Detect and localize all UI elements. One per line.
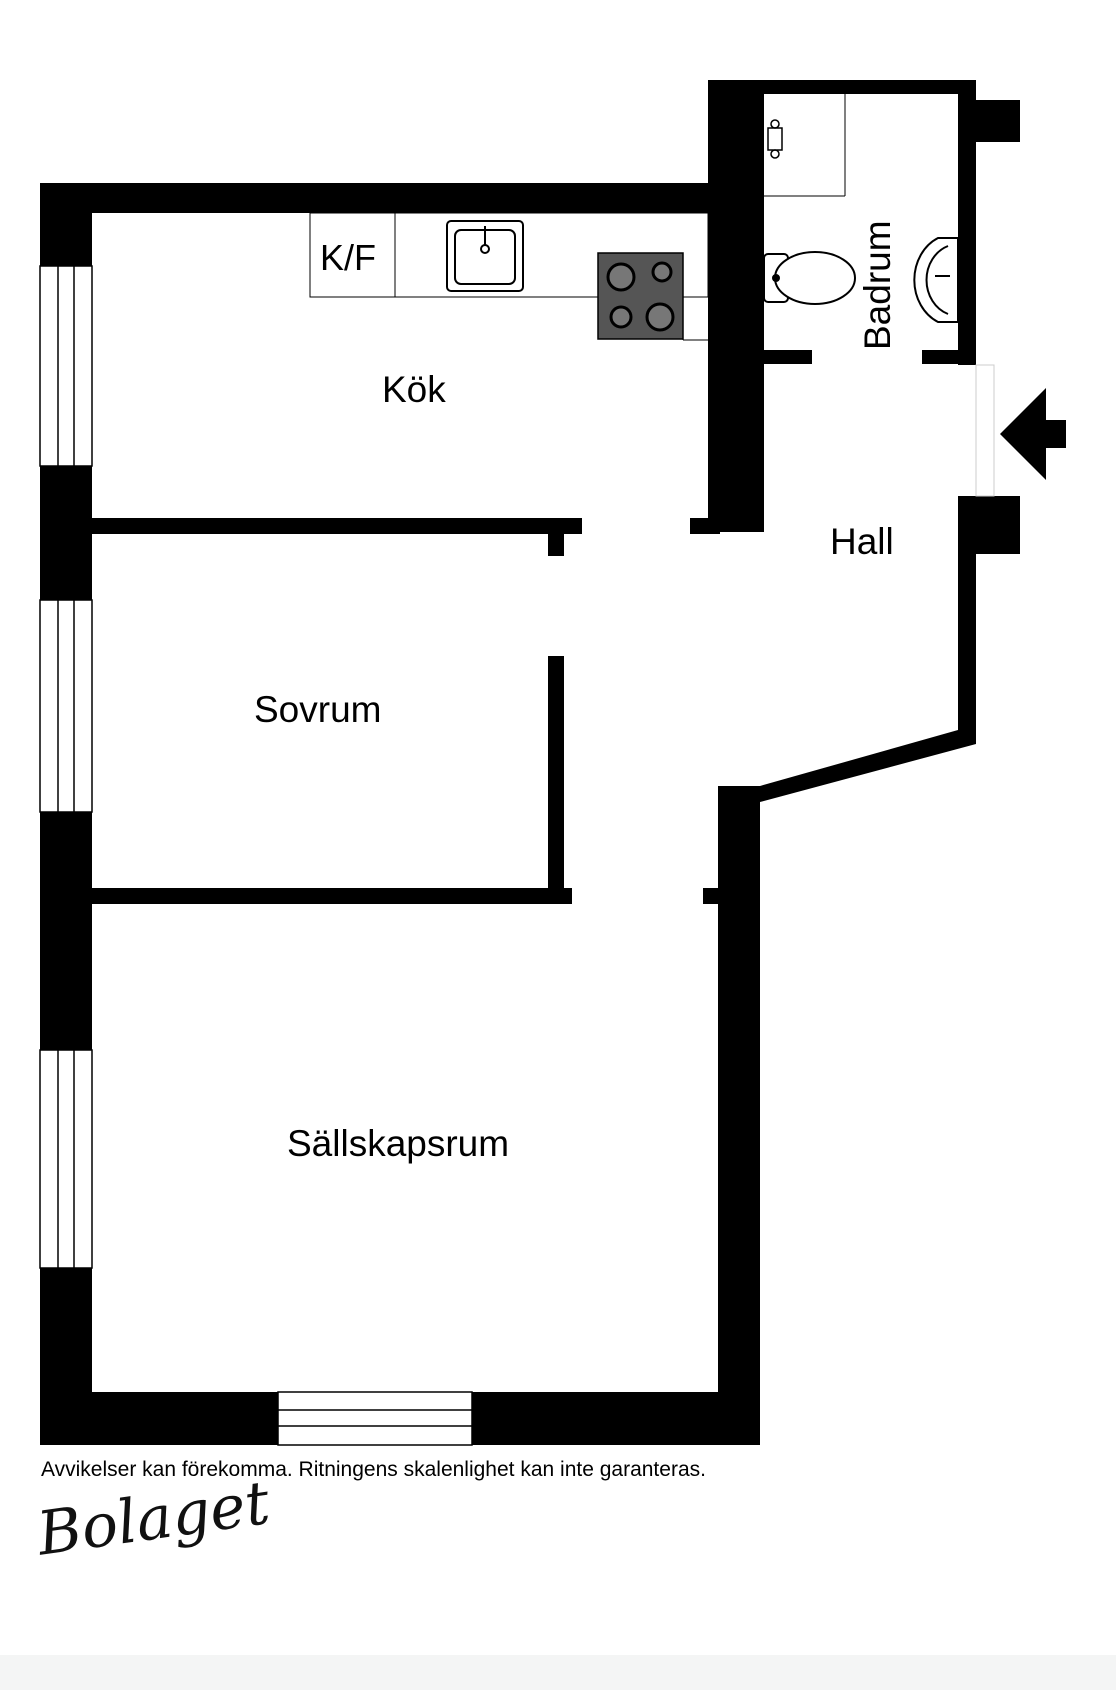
wall-kitchen-hall-stub — [690, 518, 720, 534]
bottom-strip — [0, 1655, 1116, 1690]
fridge-freezer-label: K/F — [320, 237, 376, 278]
window-kitchen — [39, 265, 93, 467]
disclaimer-text: Avvikelser kan förekomma. Ritningens ska… — [41, 1458, 706, 1481]
wall-bath-bottom-right — [922, 350, 976, 364]
kitchen-sink-icon — [446, 220, 524, 292]
entrance-arrow-icon — [1000, 388, 1066, 480]
room-label-hall: Hall — [830, 521, 894, 562]
room-label-kok: Kök — [382, 369, 446, 410]
wall-bath-bottom-left — [764, 350, 812, 364]
wall-bath-right — [958, 80, 976, 365]
washbasin-icon — [913, 237, 959, 323]
wall-bedroom-right — [548, 656, 564, 892]
windows — [39, 265, 473, 1446]
wall-living-right — [718, 786, 760, 1445]
window-living-bottom — [277, 1391, 473, 1446]
wall-living-stub — [703, 888, 723, 904]
entrance-door — [975, 364, 995, 497]
wall-hall-right — [958, 496, 976, 744]
wall-kitchen-bedroom — [92, 518, 582, 534]
wall-diagonal — [760, 730, 976, 802]
window-bedroom — [39, 599, 93, 813]
wall-bath-right-stub — [976, 100, 1020, 142]
window-living-left — [39, 1049, 93, 1269]
room-label-sallskapsrum: Sällskapsrum — [287, 1123, 509, 1164]
wall-bedroom-living — [92, 888, 572, 904]
wall-kitchen-bedroom-stub — [548, 518, 564, 556]
room-label-sovrum: Sovrum — [254, 689, 381, 730]
shower-mixer-icon — [767, 119, 783, 159]
stove-icon — [597, 252, 684, 340]
wall-kitchen-bath-inner — [708, 80, 764, 532]
room-label-badrum: Badrum — [857, 220, 898, 350]
walls — [40, 80, 1020, 1445]
toilet-icon — [763, 251, 856, 305]
wall-top-kitchen — [40, 183, 722, 213]
wall-bath-top — [722, 80, 976, 94]
shower-area — [764, 94, 846, 197]
